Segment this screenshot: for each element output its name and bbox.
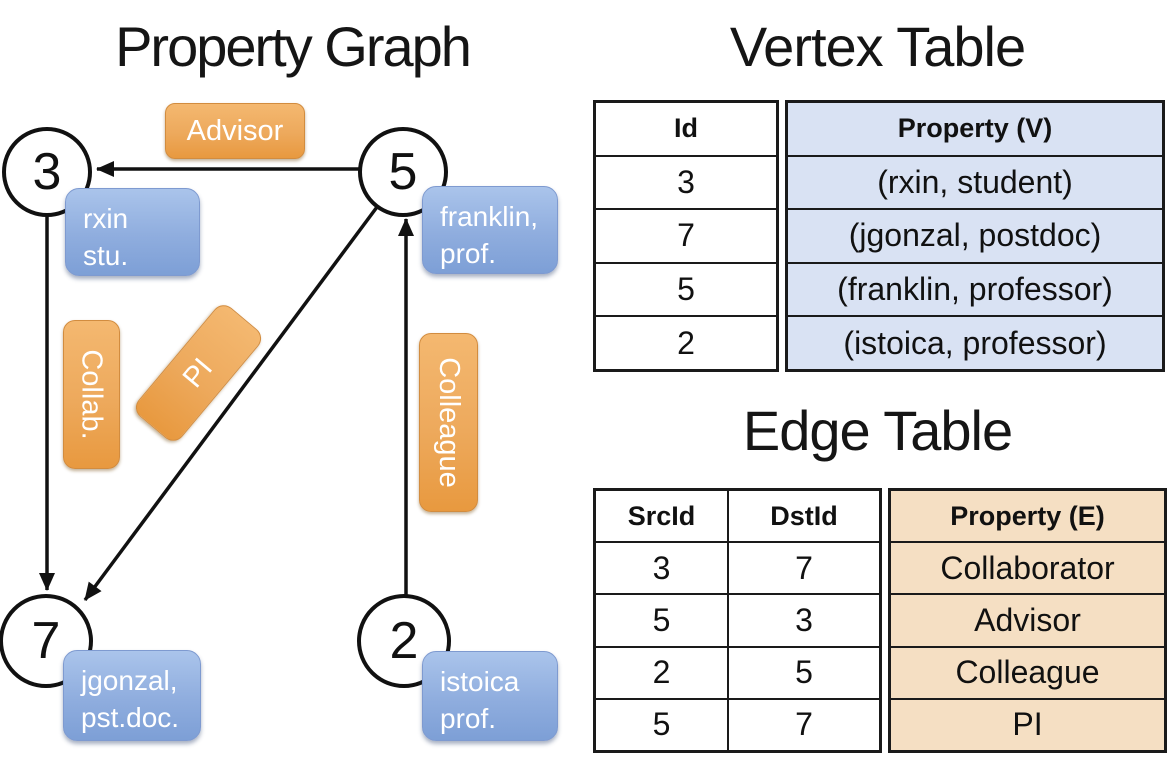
vertex-id-header: Id <box>674 113 698 144</box>
edge-label-colleague-text: Colleague <box>433 357 466 488</box>
node-id-3: 3 <box>32 143 62 201</box>
edge-srcid-header: SrcId <box>627 500 696 531</box>
vertex-callout-rxin: rxin stu. <box>65 188 200 276</box>
vertex-id-cell: 7 <box>677 217 695 254</box>
table-row: (istoica, professor) <box>788 315 1162 369</box>
table-row: Collaborator <box>891 541 1164 593</box>
vertex-table-title: Vertex Table <box>729 15 1026 78</box>
edge-label-collab-text: Collab. <box>76 349 108 440</box>
edge-dstid-cell: 3 <box>727 595 879 646</box>
table-row: 5 3 <box>596 593 879 646</box>
edge-table-id-columns: SrcId DstId 3 7 5 3 2 5 5 7 <box>593 488 882 753</box>
edge-dstid-cell: 7 <box>727 543 879 594</box>
vertex-callout-franklin-line2: prof. <box>440 237 497 269</box>
table-row: 2 <box>596 315 776 369</box>
edge-property-header: Property (E) <box>950 500 1105 531</box>
table-row: Advisor <box>891 593 1164 645</box>
vertex-table-id-column: Id 3 7 5 2 <box>593 100 779 372</box>
table-row: 3 7 <box>596 541 879 594</box>
edge-property-cell: Collaborator <box>940 549 1115 586</box>
vertex-property-header: Property (V) <box>897 113 1053 144</box>
edge-srcid-cell: 5 <box>652 706 671 743</box>
edge-property-cell: Advisor <box>974 602 1081 638</box>
vertex-property-cell: (jgonzal, postdoc) <box>848 217 1102 254</box>
edge-property-cell: PI <box>1012 706 1043 743</box>
edge-label-advisor: Advisor <box>165 103 305 159</box>
edge-label-advisor-text: Advisor <box>186 114 284 147</box>
edge-label-pi-text: PI <box>177 351 220 394</box>
vertex-table: Id 3 7 5 2 Property (V) (rxin, student) … <box>593 100 1165 372</box>
table-row: 5 7 <box>596 697 879 751</box>
edge-dstid-cell: 7 <box>727 699 879 751</box>
edge-label-colleague: Colleague <box>419 333 478 512</box>
vertex-callout-rxin-line1: rxin <box>83 203 129 234</box>
edge-srcid-cell: 3 <box>652 549 671 586</box>
node-id-7: 7 <box>31 612 61 670</box>
edge-dstid-cell: 5 <box>727 647 879 698</box>
vertex-callout-istoica: istoica prof. <box>422 651 558 741</box>
property-graph-title: Property Graph <box>115 15 472 78</box>
vertex-callout-jgonzal-line1: jgonzal, <box>81 665 178 696</box>
vertex-callout-jgonzal: jgonzal, pst.doc. <box>63 650 201 741</box>
vertex-id-cell: 3 <box>677 163 695 200</box>
vertex-callout-rxin-line2: stu. <box>83 239 129 271</box>
table-row: 5 <box>596 261 776 316</box>
edge-table: SrcId DstId 3 7 5 3 2 5 5 7 Property (E) <box>593 488 1167 753</box>
vertex-callout-istoica-line1: istoica <box>440 666 520 697</box>
vertex-table-property-column: Property (V) (rxin, student) (jgonzal, p… <box>785 100 1165 372</box>
table-row: 2 5 <box>596 645 879 698</box>
vertex-callout-franklin-line1: franklin, <box>440 201 539 232</box>
vertex-property-cell: (istoica, professor) <box>843 324 1107 361</box>
edge-label-collab: Collab. <box>63 320 120 469</box>
vertex-callout-jgonzal-line2: pst.doc. <box>81 701 180 733</box>
node-id-2: 2 <box>389 612 419 670</box>
edge-srcid-cell: 2 <box>652 654 671 691</box>
edge-dstid-header: DstId <box>727 491 879 542</box>
table-row: (franklin, professor) <box>788 261 1162 316</box>
vertex-id-cell: 5 <box>677 271 695 308</box>
vertex-callout-istoica-line2: prof. <box>440 702 497 734</box>
edge-table-property-column: Property (E) Collaborator Advisor Collea… <box>888 488 1167 753</box>
table-row: 7 <box>596 208 776 262</box>
vertex-property-cell: (franklin, professor) <box>837 271 1113 308</box>
vertex-id-cell: 2 <box>677 324 695 361</box>
edge-srcid-cell: 5 <box>652 602 671 638</box>
node-id-5: 5 <box>388 143 418 201</box>
edge-table-title: Edge Table <box>742 399 1013 462</box>
table-row: Colleague <box>891 645 1164 698</box>
vertex-callout-franklin: franklin, prof. <box>422 186 558 274</box>
table-row: 3 <box>596 154 776 209</box>
table-row: PI <box>891 697 1164 750</box>
edge-5-to-7-pi <box>83 205 379 602</box>
vertex-property-cell: (rxin, student) <box>877 163 1073 200</box>
table-row: (jgonzal, postdoc) <box>788 208 1162 262</box>
edge-property-cell: Colleague <box>955 654 1100 691</box>
table-row: (rxin, student) <box>788 154 1162 209</box>
